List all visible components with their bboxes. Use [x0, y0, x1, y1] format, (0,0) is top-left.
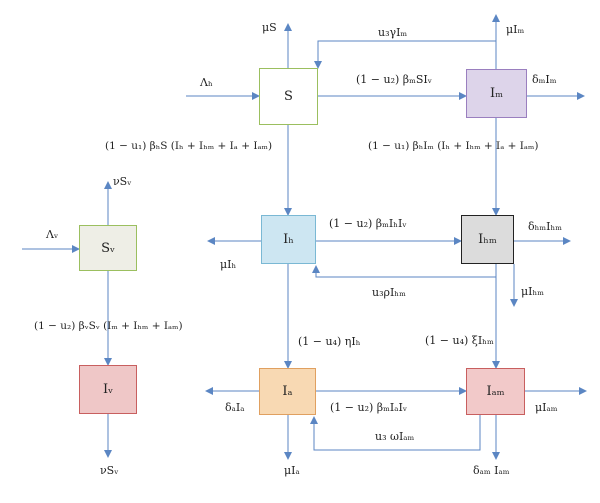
label-muS: μS: [262, 21, 277, 34]
node-Im: Iₘ: [466, 69, 527, 118]
arrow-Im-S-recovery: [314, 40, 497, 69]
label-xiIhm: (1 − u₄) ξIₕₘ: [425, 334, 494, 347]
label-infIa-Iam: (1 − u₂) βₘIₐIᵥ: [330, 401, 407, 414]
node-Iam: Iₐₘ: [466, 368, 525, 415]
label-u3omegaIam: u₃ ωIₐₘ: [375, 430, 415, 443]
label-u3gammaIm: u₃γIₘ: [378, 26, 408, 39]
label-nuSv-bottom: νSᵥ: [100, 464, 119, 477]
label-muIh: μIₕ: [220, 258, 237, 271]
label-u3rhoIhm: u₃ρIₕₘ: [372, 286, 406, 299]
node-Iv: Iᵥ: [79, 365, 137, 414]
node-Ia: Iₐ: [259, 368, 316, 415]
label-deltaIhm: δₕₘIₕₘ: [528, 220, 562, 233]
label-deltaIm: δₘIₘ: [532, 73, 557, 86]
label-infS-Ih: (1 − u₁) βₕS (Iₕ + Iₕₘ + Iₐ + Iₐₘ): [105, 140, 273, 152]
label-infSv-Iv: (1 − u₂) βᵥSᵥ (Iₘ + Iₕₘ + Iₐₘ): [34, 320, 183, 332]
label-deltaIa: δₐIₐ: [225, 401, 245, 414]
arrow-Ihm-Ih-recovery: [312, 264, 497, 278]
label-infS-Im: (1 − u₂) βₘSIᵥ: [356, 73, 432, 86]
node-Ih: Iₕ: [261, 215, 316, 264]
label-muIm: μIₘ: [506, 23, 525, 36]
label-infIh-Ihm: (1 − u₂) βₘIₕIᵥ: [329, 217, 407, 230]
label-etaIh: (1 − u₄) ηIₕ: [298, 335, 361, 348]
label-deltaIam: δₐₘ Iₐₘ: [473, 464, 510, 477]
arrow-Iam-Ia-recovery: [310, 415, 481, 451]
label-muIa: μIₐ: [284, 464, 300, 477]
label-infIm-Ihm: (1 − u₁) βₕIₘ (Iₕ + Iₕₘ + Iₐ + Iₐₘ): [368, 140, 539, 152]
label-nuSv-top: νSᵥ: [113, 175, 132, 188]
node-Sv: Sᵥ: [79, 225, 137, 271]
node-S: S: [259, 68, 318, 125]
label-muIhm: μIₕₘ: [521, 285, 544, 298]
label-lambdaV: Λᵥ: [46, 228, 59, 241]
node-Ihm: Iₕₘ: [461, 215, 514, 264]
label-muIam: μIₐₘ: [535, 401, 558, 414]
label-lambdaH: Λₕ: [200, 76, 213, 89]
